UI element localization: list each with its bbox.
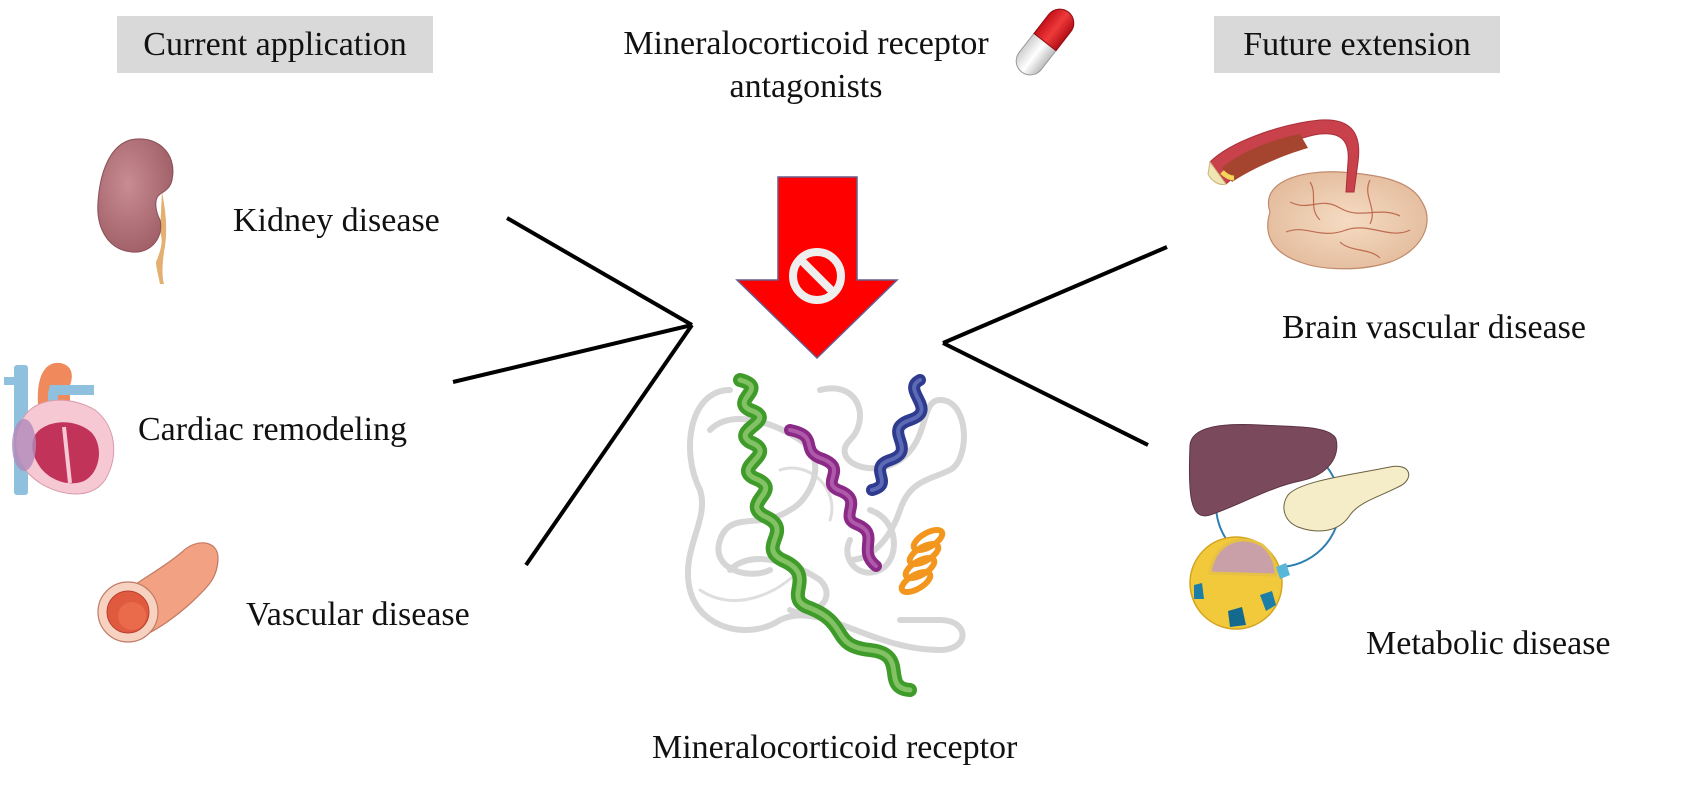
drug-title: Mineralocorticoid receptor antagonists xyxy=(560,22,1052,108)
label-vascular-disease: Vascular disease xyxy=(246,596,470,633)
drug-title-line2: antagonists xyxy=(729,68,883,105)
drug-title-line1: Mineralocorticoid receptor xyxy=(623,25,989,62)
kidney-icon xyxy=(97,138,174,284)
line-cardiac xyxy=(452,323,693,384)
label-mineralocorticoid-receptor: Mineralocorticoid receptor xyxy=(652,729,1018,766)
label-metabolic-disease: Metabolic disease xyxy=(1366,625,1611,662)
inhibition-arrow xyxy=(735,176,899,360)
line-metabolic xyxy=(942,341,1149,447)
brain-vessel-icon xyxy=(1207,119,1428,270)
helix-orange xyxy=(898,526,946,596)
blood-vessel-icon xyxy=(97,542,219,643)
liver-pancreas-lipoprotein-icon xyxy=(1188,424,1410,630)
heart-icon xyxy=(4,362,115,495)
line-kidney xyxy=(505,216,694,327)
current-application-label: Current application xyxy=(143,25,407,63)
capsule-pill-icon xyxy=(1015,8,1075,76)
label-cardiac-remodeling: Cardiac remodeling xyxy=(138,411,408,448)
future-extension-header: Future extension xyxy=(1214,16,1500,73)
protein-ribbon-structure-icon xyxy=(685,373,967,697)
future-extension-label: Future extension xyxy=(1243,25,1471,63)
line-vascular xyxy=(524,323,694,567)
label-brain-vascular-disease: Brain vascular disease xyxy=(1282,309,1586,346)
current-application-header: Current application xyxy=(117,16,433,73)
label-kidney-disease: Kidney disease xyxy=(233,202,440,239)
line-brain xyxy=(942,245,1168,345)
no-symbol-icon xyxy=(789,248,845,304)
